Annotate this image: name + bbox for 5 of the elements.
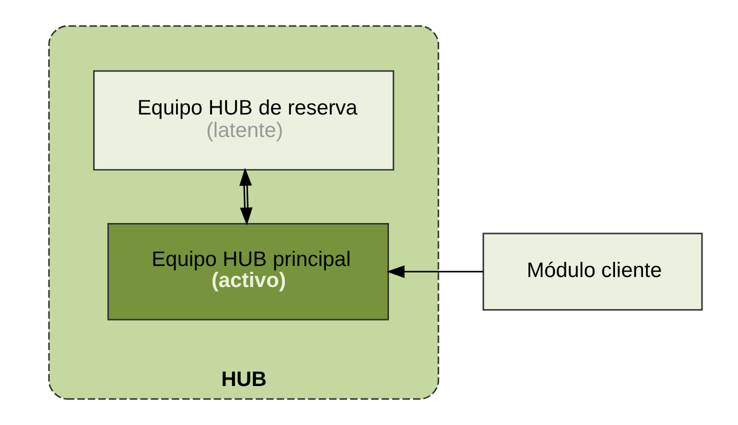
arrow xyxy=(238,168,252,226)
node-box: Módulo cliente xyxy=(482,232,702,311)
node-box: Equipo HUB de reserva (latente) xyxy=(92,70,394,171)
node-box: Equipo HUB principal (activo) xyxy=(106,222,388,320)
arrow xyxy=(386,265,483,278)
